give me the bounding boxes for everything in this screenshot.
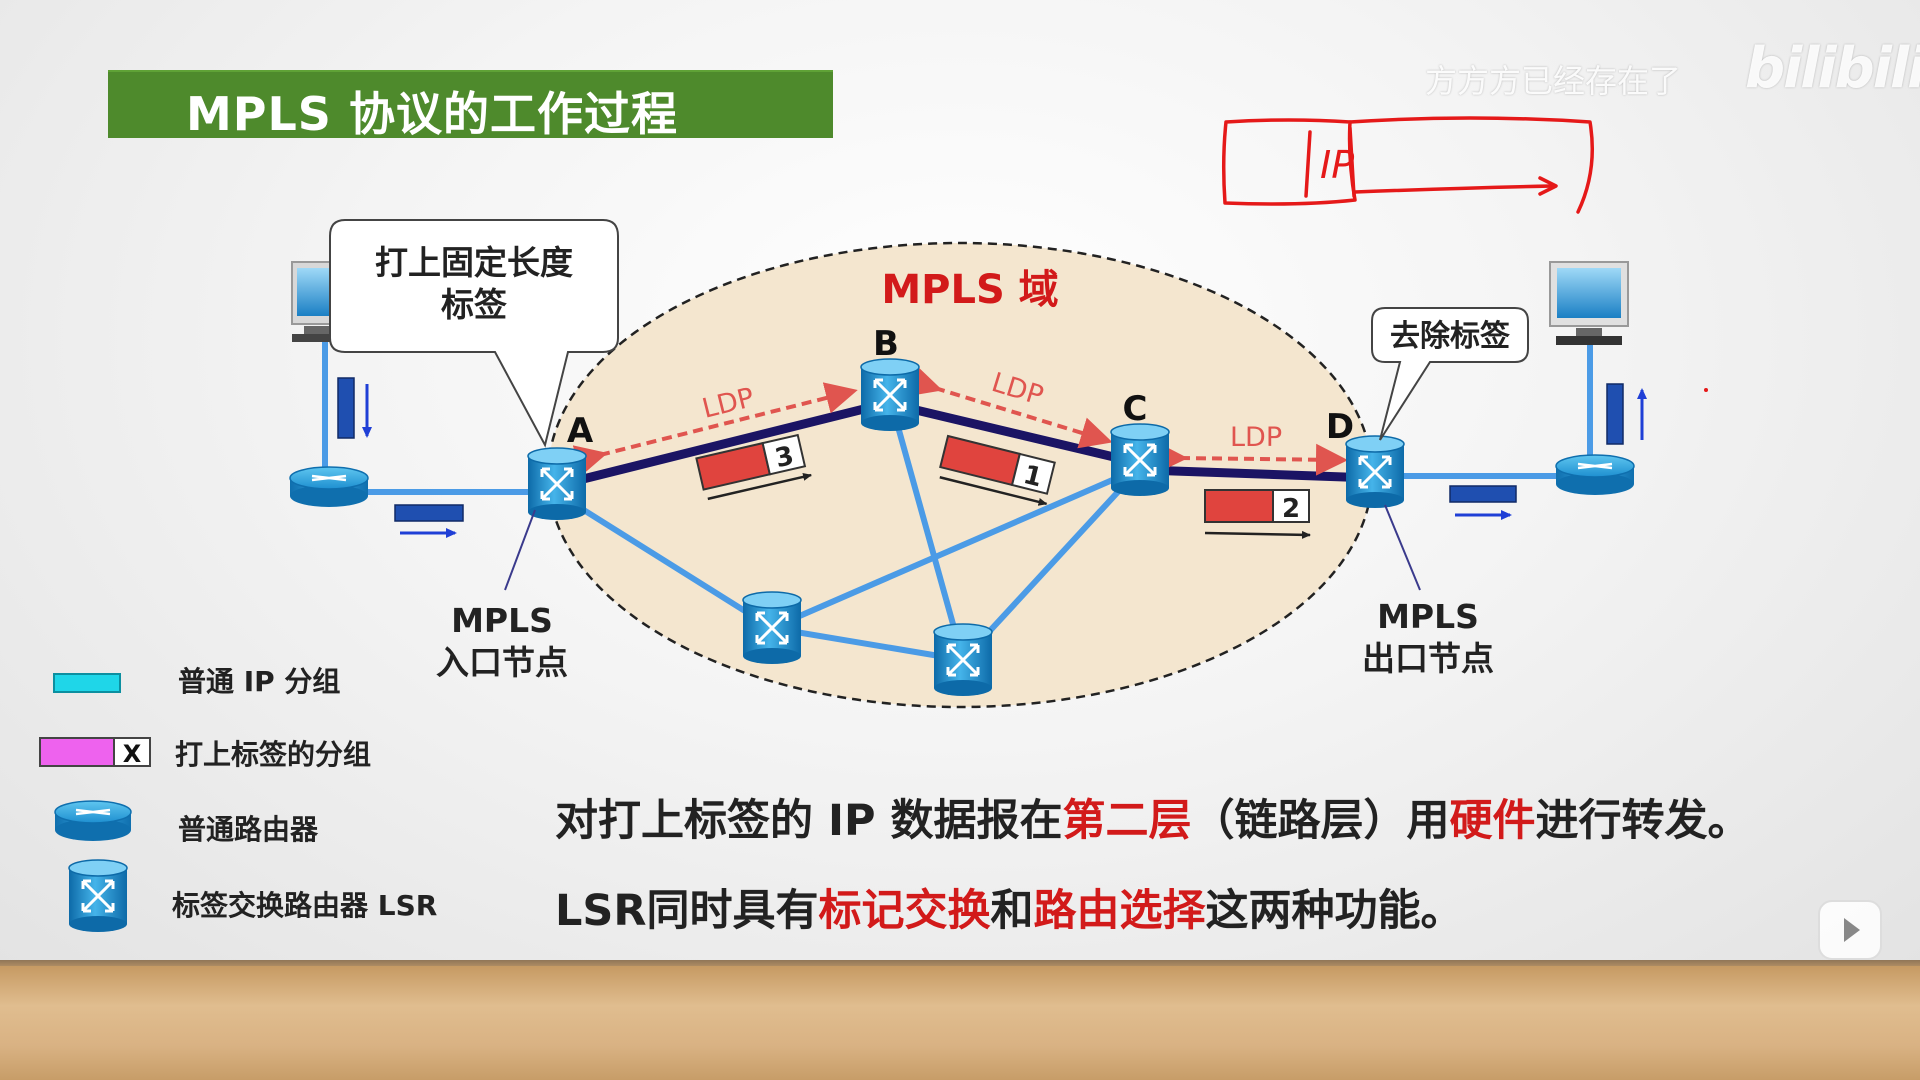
- floor-edge: [0, 960, 1920, 968]
- legend-lsr-icon: [68, 859, 128, 932]
- plain-ip-packet-right: [1449, 485, 1517, 520]
- router-label-c: C: [1123, 389, 1148, 429]
- video-play-button[interactable]: [1818, 900, 1882, 960]
- legend-labeled-packet-icon: X: [39, 737, 151, 768]
- plain-ip-packet-vertical-right: [1606, 383, 1647, 445]
- lsr-router-a: [527, 447, 587, 520]
- legend-labeled-packet-label: 打上标签的分组: [175, 738, 372, 771]
- mpls-network-diagram: MPLS 域 LDP: [39, 116, 1708, 932]
- ldp-arrows: [572, 365, 1348, 477]
- packet-number-2: 2: [1282, 494, 1300, 524]
- legend-plain-packet-icon: [53, 673, 121, 693]
- egress-node-line1: MPLS: [1377, 597, 1479, 636]
- labeled-packet-1: 1: [939, 434, 1056, 506]
- ingress-callout-line2: 标签: [441, 285, 507, 324]
- ingress-pointer: [504, 509, 536, 591]
- red-dot: [1704, 388, 1708, 392]
- ingress-node-line1: MPLS: [451, 601, 553, 640]
- statement-text: （链路层）用: [1191, 796, 1450, 846]
- slide-title: MPLS 协议的工作过程: [186, 87, 678, 141]
- ingress-callout: 打上固定长度 标签: [329, 219, 619, 448]
- legend-plain-packet-label: 普通 IP 分组: [178, 665, 341, 698]
- handwritten-ip-annotation: [1221, 116, 1595, 214]
- legend-labeled-marker: X: [123, 740, 142, 768]
- statement-text: 对打上标签的 IP 数据报在: [555, 796, 1063, 846]
- router-label-d: D: [1326, 407, 1354, 447]
- ingress-node-line2: 入口节点: [436, 643, 568, 682]
- statement-emphasis: 第二层: [1062, 796, 1192, 846]
- statement-text: 和: [990, 886, 1034, 936]
- statement-text: 这两种功能。: [1205, 886, 1464, 936]
- ingress-callout-line1: 打上固定长度: [375, 243, 573, 282]
- lsr-router-b: [860, 358, 920, 431]
- plain-router-right: [1555, 454, 1635, 495]
- statement-emphasis: 路由选择: [1033, 886, 1206, 936]
- handwritten-ip-text: IP: [1320, 143, 1354, 187]
- wooden-floor-background: [0, 966, 1920, 1080]
- router-label-a: A: [567, 411, 594, 451]
- statement-text: LSR同时具有: [555, 886, 819, 936]
- labeled-packet-2: 2: [1204, 489, 1311, 539]
- egress-callout: 去除标签: [1371, 307, 1529, 441]
- legend-plain-router-icon: [54, 800, 132, 841]
- plain-ip-packet-left: [394, 504, 464, 538]
- statement-emphasis: 硬件: [1449, 796, 1536, 846]
- legend-plain-router-label: 普通路由器: [178, 813, 319, 846]
- play-icon: [1844, 918, 1860, 942]
- statement-hardware-forwarding: 对打上标签的 IP 数据报在第二层（链路层）用硬件进行转发。: [555, 786, 1750, 848]
- watermark-uploader: 方方方已经存在了: [1425, 62, 1682, 100]
- lsr-router-c: [1110, 423, 1170, 496]
- slide: MPLS 协议的工作过程 方方方已经存在了 bilibili: [0, 0, 1920, 966]
- statement-emphasis: 标记交换: [818, 886, 991, 936]
- mpls-domain-label: MPLS 域: [881, 267, 1058, 313]
- host-computer-right: [1549, 261, 1629, 468]
- lsr-router-lower-left: [742, 591, 802, 664]
- router-label-b: B: [873, 324, 899, 364]
- egress-pointer: [1384, 504, 1421, 591]
- statement-text: 进行转发。: [1535, 796, 1751, 846]
- labeled-packet-3: 3: [695, 433, 813, 501]
- lsr-router-lower-right: [933, 623, 993, 696]
- watermark-logo: bilibili: [1745, 36, 1920, 101]
- plain-router-left: [289, 466, 369, 507]
- title-bar: MPLS 协议的工作过程: [108, 70, 833, 141]
- egress-callout-text: 去除标签: [1390, 319, 1510, 354]
- statement-lsr-functions: LSR同时具有标记交换和路由选择这两种功能。: [555, 876, 1463, 938]
- egress-node-line2: 出口节点: [1362, 639, 1494, 678]
- plain-ip-packet-vertical-left: [337, 377, 372, 439]
- legend-lsr-label: 标签交换路由器 LSR: [172, 889, 438, 922]
- lsr-router-d: [1345, 435, 1405, 508]
- ldp-label-cd: LDP: [1230, 422, 1282, 453]
